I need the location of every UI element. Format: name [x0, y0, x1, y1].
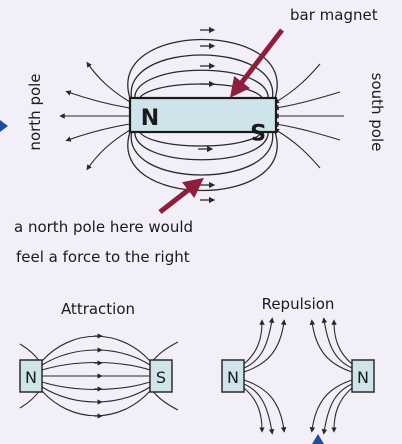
- attraction-south-magnet: [149, 359, 173, 393]
- bar-magnet-label: bar magnet: [290, 6, 378, 24]
- attraction-north-magnet: [19, 359, 43, 393]
- north-pole-label: north pole: [26, 73, 44, 150]
- repulsion-right-mark: N: [357, 368, 369, 387]
- attraction-title: Attraction: [61, 300, 135, 318]
- repulsion-left-mark: N: [227, 368, 239, 387]
- repulsion-right-magnet: [351, 359, 375, 393]
- magnet-north-mark: N: [141, 106, 159, 131]
- note-line-1: a north pole here would: [14, 218, 193, 236]
- attraction-field-lines: [19, 333, 179, 419]
- repulsion-field-lines: [243, 317, 353, 435]
- bottom-edge-marker: [312, 434, 324, 444]
- repulsion-title: Repulsion: [262, 295, 335, 313]
- force-point-pointer: [158, 177, 204, 214]
- repulsion-left-magnet: [221, 359, 245, 393]
- bar-magnet-pointer: [229, 28, 284, 98]
- magnet-south-mark: S: [250, 118, 266, 143]
- left-edge-marker: [0, 120, 8, 132]
- bar-magnet: [128, 96, 278, 134]
- attraction-north-mark: N: [25, 368, 37, 387]
- south-pole-label: south pole: [368, 73, 386, 152]
- attraction-south-mark: S: [156, 368, 166, 387]
- note-line-2: feel a force to the right: [16, 248, 190, 266]
